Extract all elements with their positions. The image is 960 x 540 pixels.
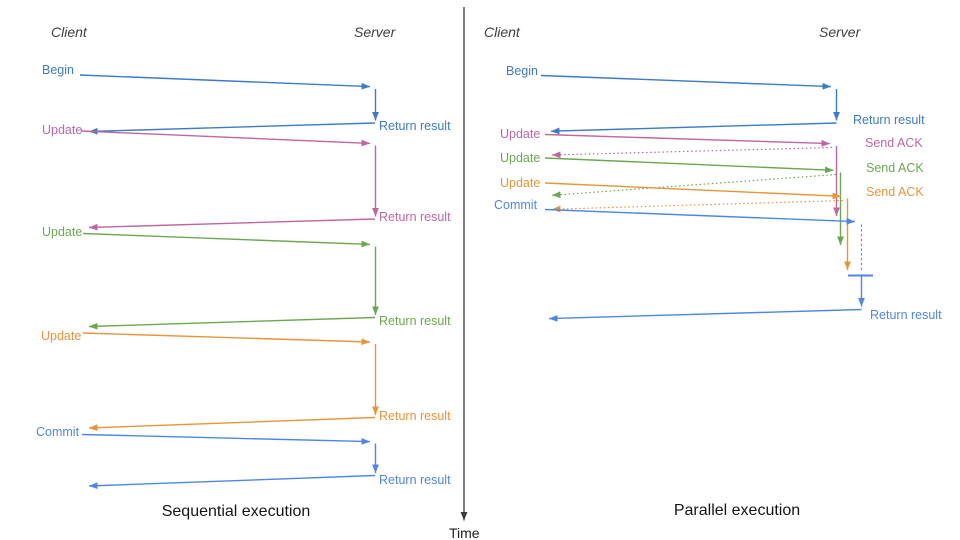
seq-update1-label: Update bbox=[42, 122, 83, 137]
par-server-header: Server bbox=[819, 24, 861, 40]
par-update1-flow bbox=[544, 133, 840, 217]
par-commit-flow bbox=[544, 208, 873, 322]
par-update1-label: Update bbox=[500, 126, 541, 141]
par-client-header: Client bbox=[484, 24, 520, 40]
par-begin-flow bbox=[540, 74, 840, 135]
seq-begin-label: Begin bbox=[42, 62, 74, 77]
seq-update2-response-arrow bbox=[88, 316, 376, 330]
seq-update2-label: Update bbox=[42, 224, 83, 239]
par-return-result-1: Return result bbox=[853, 112, 925, 127]
seq-begin-request-arrow bbox=[79, 74, 371, 90]
par-send-ack-2: Send ACK bbox=[866, 160, 924, 175]
seq-update3-label: Update bbox=[41, 328, 82, 343]
seq-update1-request-arrow bbox=[80, 130, 371, 147]
par-return-result-final: Return result bbox=[870, 307, 942, 322]
seq-begin-response-arrow bbox=[88, 122, 376, 135]
par-commit-label: Commit bbox=[494, 197, 538, 212]
seq-update2-request-arrow bbox=[82, 232, 371, 248]
time-axis-label: Time bbox=[449, 525, 480, 540]
par-update2-flow bbox=[544, 157, 844, 246]
seq-update3-flow bbox=[82, 332, 379, 432]
seq-return-result-1: Return result bbox=[379, 118, 451, 133]
seq-return-result-5: Return result bbox=[379, 472, 451, 487]
par-send-ack-1: Send ACK bbox=[865, 135, 923, 150]
seq-return-result-2: Return result bbox=[379, 209, 451, 224]
seq-update1-response-arrow bbox=[88, 218, 376, 231]
par-update3-flow bbox=[544, 182, 851, 271]
par-update2-request-arrow bbox=[544, 157, 834, 174]
seq-update3-request-arrow bbox=[82, 332, 371, 346]
par-update2-label: Update bbox=[500, 150, 541, 165]
seq-update2-flow bbox=[82, 232, 379, 330]
seq-client-header: Client bbox=[51, 24, 87, 40]
seq-update1-flow bbox=[80, 130, 379, 231]
par-begin-request-arrow bbox=[540, 74, 832, 90]
par-commit-response-arrow bbox=[548, 308, 862, 322]
par-begin-label: Begin bbox=[506, 63, 538, 78]
seq-commit-request-arrow bbox=[81, 433, 371, 445]
par-update3-label: Update bbox=[500, 175, 541, 190]
seq-caption: Sequential execution bbox=[161, 503, 311, 520]
seq-update3-response-arrow bbox=[88, 416, 376, 432]
seq-server-header: Server bbox=[354, 24, 396, 40]
par-update3-request-arrow bbox=[544, 182, 842, 200]
par-commit-request-arrow bbox=[544, 208, 856, 225]
seq-begin-flow bbox=[79, 74, 379, 135]
par-update1-request-arrow bbox=[544, 133, 831, 147]
seq-return-result-4: Return result bbox=[379, 408, 451, 423]
par-update3-ack-dotted-arrow bbox=[551, 199, 844, 213]
par-begin-response-arrow bbox=[550, 122, 837, 135]
seq-commit-label: Commit bbox=[36, 424, 80, 439]
par-send-ack-3: Send ACK bbox=[866, 184, 924, 199]
seq-return-result-3: Return result bbox=[379, 313, 451, 328]
seq-commit-flow bbox=[81, 433, 379, 490]
seq-commit-response-arrow bbox=[88, 474, 376, 490]
par-update1-ack-dotted-arrow bbox=[551, 146, 833, 159]
par-caption: Parallel execution bbox=[673, 502, 801, 519]
